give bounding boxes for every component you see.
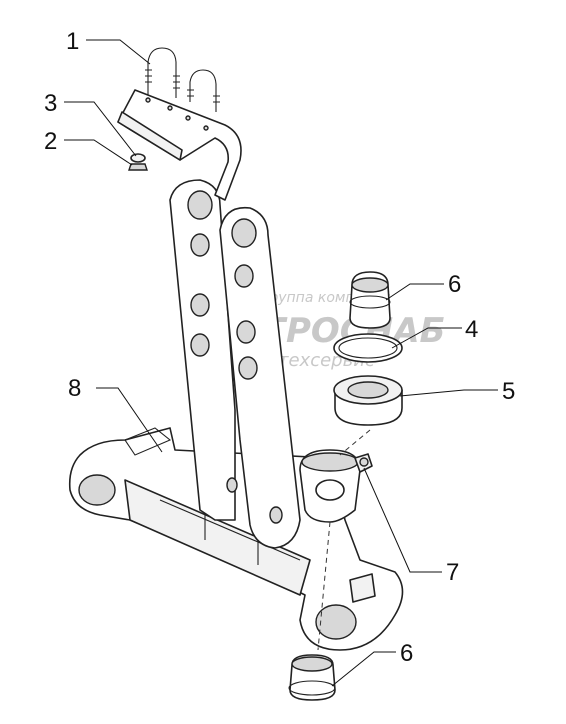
bearing	[333, 375, 403, 426]
callout-5: 5	[502, 378, 515, 405]
leader-5	[399, 389, 498, 397]
leader-6b	[331, 651, 396, 687]
nut	[128, 163, 148, 171]
callout-8: 8	[68, 375, 81, 402]
clamp-bracket	[117, 89, 242, 201]
callout-3: 3	[44, 90, 57, 117]
vertical-plate-left	[169, 179, 236, 521]
callout-numbers: 1 2 3 4 5 6 6 7 8	[44, 28, 515, 667]
callout-6-bottom: 6	[400, 640, 413, 667]
assembly-axis-lower	[317, 521, 331, 651]
boss-block	[349, 573, 376, 603]
washer-and-nut	[128, 153, 148, 171]
callout-1: 1	[66, 28, 79, 55]
leader-7	[363, 467, 442, 573]
callout-4: 4	[465, 316, 478, 343]
bearing-housing	[299, 449, 361, 523]
leader-6a	[385, 283, 444, 301]
leader-3	[64, 101, 137, 157]
u-bolts	[145, 47, 220, 112]
retaining-ring	[333, 333, 403, 363]
callout-2: 2	[44, 128, 57, 155]
bushing-bottom	[288, 654, 336, 701]
leader-lines	[64, 39, 498, 687]
assembly-axis	[339, 429, 371, 456]
grease-nipple	[354, 453, 373, 473]
callout-6-top: 6	[448, 271, 461, 298]
leader-1	[86, 39, 151, 65]
leader-4	[391, 327, 462, 349]
leader-2	[64, 139, 133, 166]
right-eye-hole	[315, 604, 357, 640]
callout-7: 7	[446, 559, 459, 586]
washer	[130, 153, 146, 163]
leader-8	[96, 387, 163, 453]
bushing-top	[349, 271, 391, 329]
vertical-plate-right	[219, 206, 301, 549]
left-eye-hole	[78, 474, 116, 506]
